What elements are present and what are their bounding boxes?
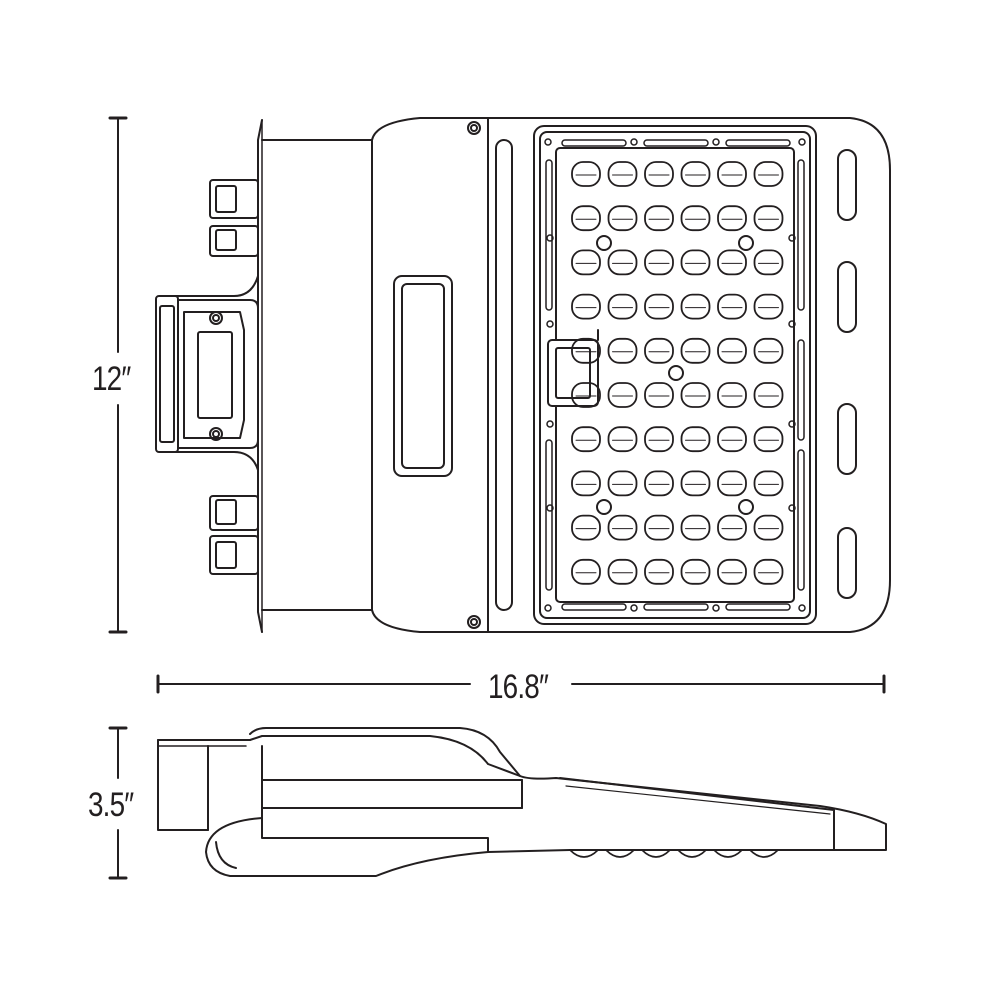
- led-lens: [717, 558, 747, 585]
- led-lens-bump: [641, 849, 671, 858]
- led-lens: [607, 382, 638, 408]
- led-lens: [717, 514, 747, 541]
- led-lens: [680, 426, 711, 453]
- side-view: [157, 727, 887, 877]
- led-lens: [717, 470, 747, 497]
- dimension-depth: [108, 726, 128, 880]
- led-lens: [607, 514, 638, 541]
- led-lens-bump: [713, 849, 743, 858]
- led-lens: [680, 470, 711, 497]
- dimension-height: [108, 116, 128, 634]
- led-lens: [644, 249, 674, 276]
- led-lens: [571, 426, 601, 453]
- led-lens: [680, 382, 711, 408]
- led-lens-bump: [569, 849, 599, 858]
- led-lens: [644, 293, 674, 320]
- led-lens: [753, 205, 784, 232]
- led-lens: [680, 558, 711, 585]
- led-lens: [680, 249, 711, 276]
- led-lens: [571, 382, 601, 408]
- led-lens: [753, 249, 784, 276]
- led-lens: [717, 426, 747, 453]
- led-lens: [607, 426, 638, 453]
- led-lens: [717, 205, 747, 232]
- led-lens: [607, 470, 638, 497]
- led-lens: [607, 205, 638, 232]
- led-lens: [644, 205, 674, 232]
- led-lens: [680, 205, 711, 232]
- dimension-width: [156, 674, 886, 694]
- led-lens-bump: [749, 849, 779, 858]
- led-lens: [607, 558, 638, 585]
- led-lens-bump: [605, 849, 635, 858]
- driver-housing: [371, 117, 489, 633]
- led-lens: [753, 514, 784, 541]
- led-lens: [717, 337, 747, 364]
- led-lens: [571, 161, 601, 187]
- led-lens: [644, 161, 674, 187]
- mounting-plate: [161, 119, 373, 633]
- led-head: [487, 117, 891, 633]
- led-lens: [717, 249, 747, 276]
- led-lens: [680, 514, 711, 541]
- led-lens: [607, 293, 638, 320]
- led-lens: [571, 249, 601, 276]
- led-lens: [753, 293, 784, 320]
- led-lens: [644, 558, 674, 585]
- led-lens: [571, 514, 601, 541]
- depth-dimension-label: 3.5″: [88, 786, 134, 824]
- led-lens: [571, 205, 601, 232]
- led-lens: [607, 249, 638, 276]
- led-lens: [571, 293, 601, 320]
- led-lens: [644, 470, 674, 497]
- led-lens-bump: [677, 849, 707, 858]
- led-lens: [680, 293, 711, 320]
- led-lens: [717, 382, 747, 408]
- led-lens: [753, 382, 784, 408]
- led-lens: [753, 558, 784, 585]
- led-lens: [753, 470, 784, 497]
- led-lens: [753, 426, 784, 453]
- led-lens: [644, 514, 674, 541]
- led-lens: [644, 337, 674, 364]
- led-lens: [571, 470, 601, 497]
- led-lens: [717, 161, 747, 187]
- led-lens: [680, 161, 711, 187]
- led-lens: [607, 161, 638, 187]
- led-lens: [607, 337, 638, 364]
- led-lens: [717, 293, 747, 320]
- led-lens: [644, 382, 674, 408]
- slipfitter-bracket: [155, 295, 259, 453]
- led-lens: [644, 426, 674, 453]
- led-lens: [680, 337, 711, 364]
- side-slots: [837, 149, 857, 599]
- led-lens-profile: [569, 849, 779, 858]
- led-lens: [571, 337, 601, 364]
- led-lens: [753, 161, 784, 187]
- height-dimension-label: 12″: [92, 360, 131, 398]
- led-lens: [571, 558, 601, 585]
- led-lens: [753, 337, 784, 364]
- led-lens-grid: [571, 161, 784, 585]
- width-dimension-label: 16.8″: [488, 668, 549, 706]
